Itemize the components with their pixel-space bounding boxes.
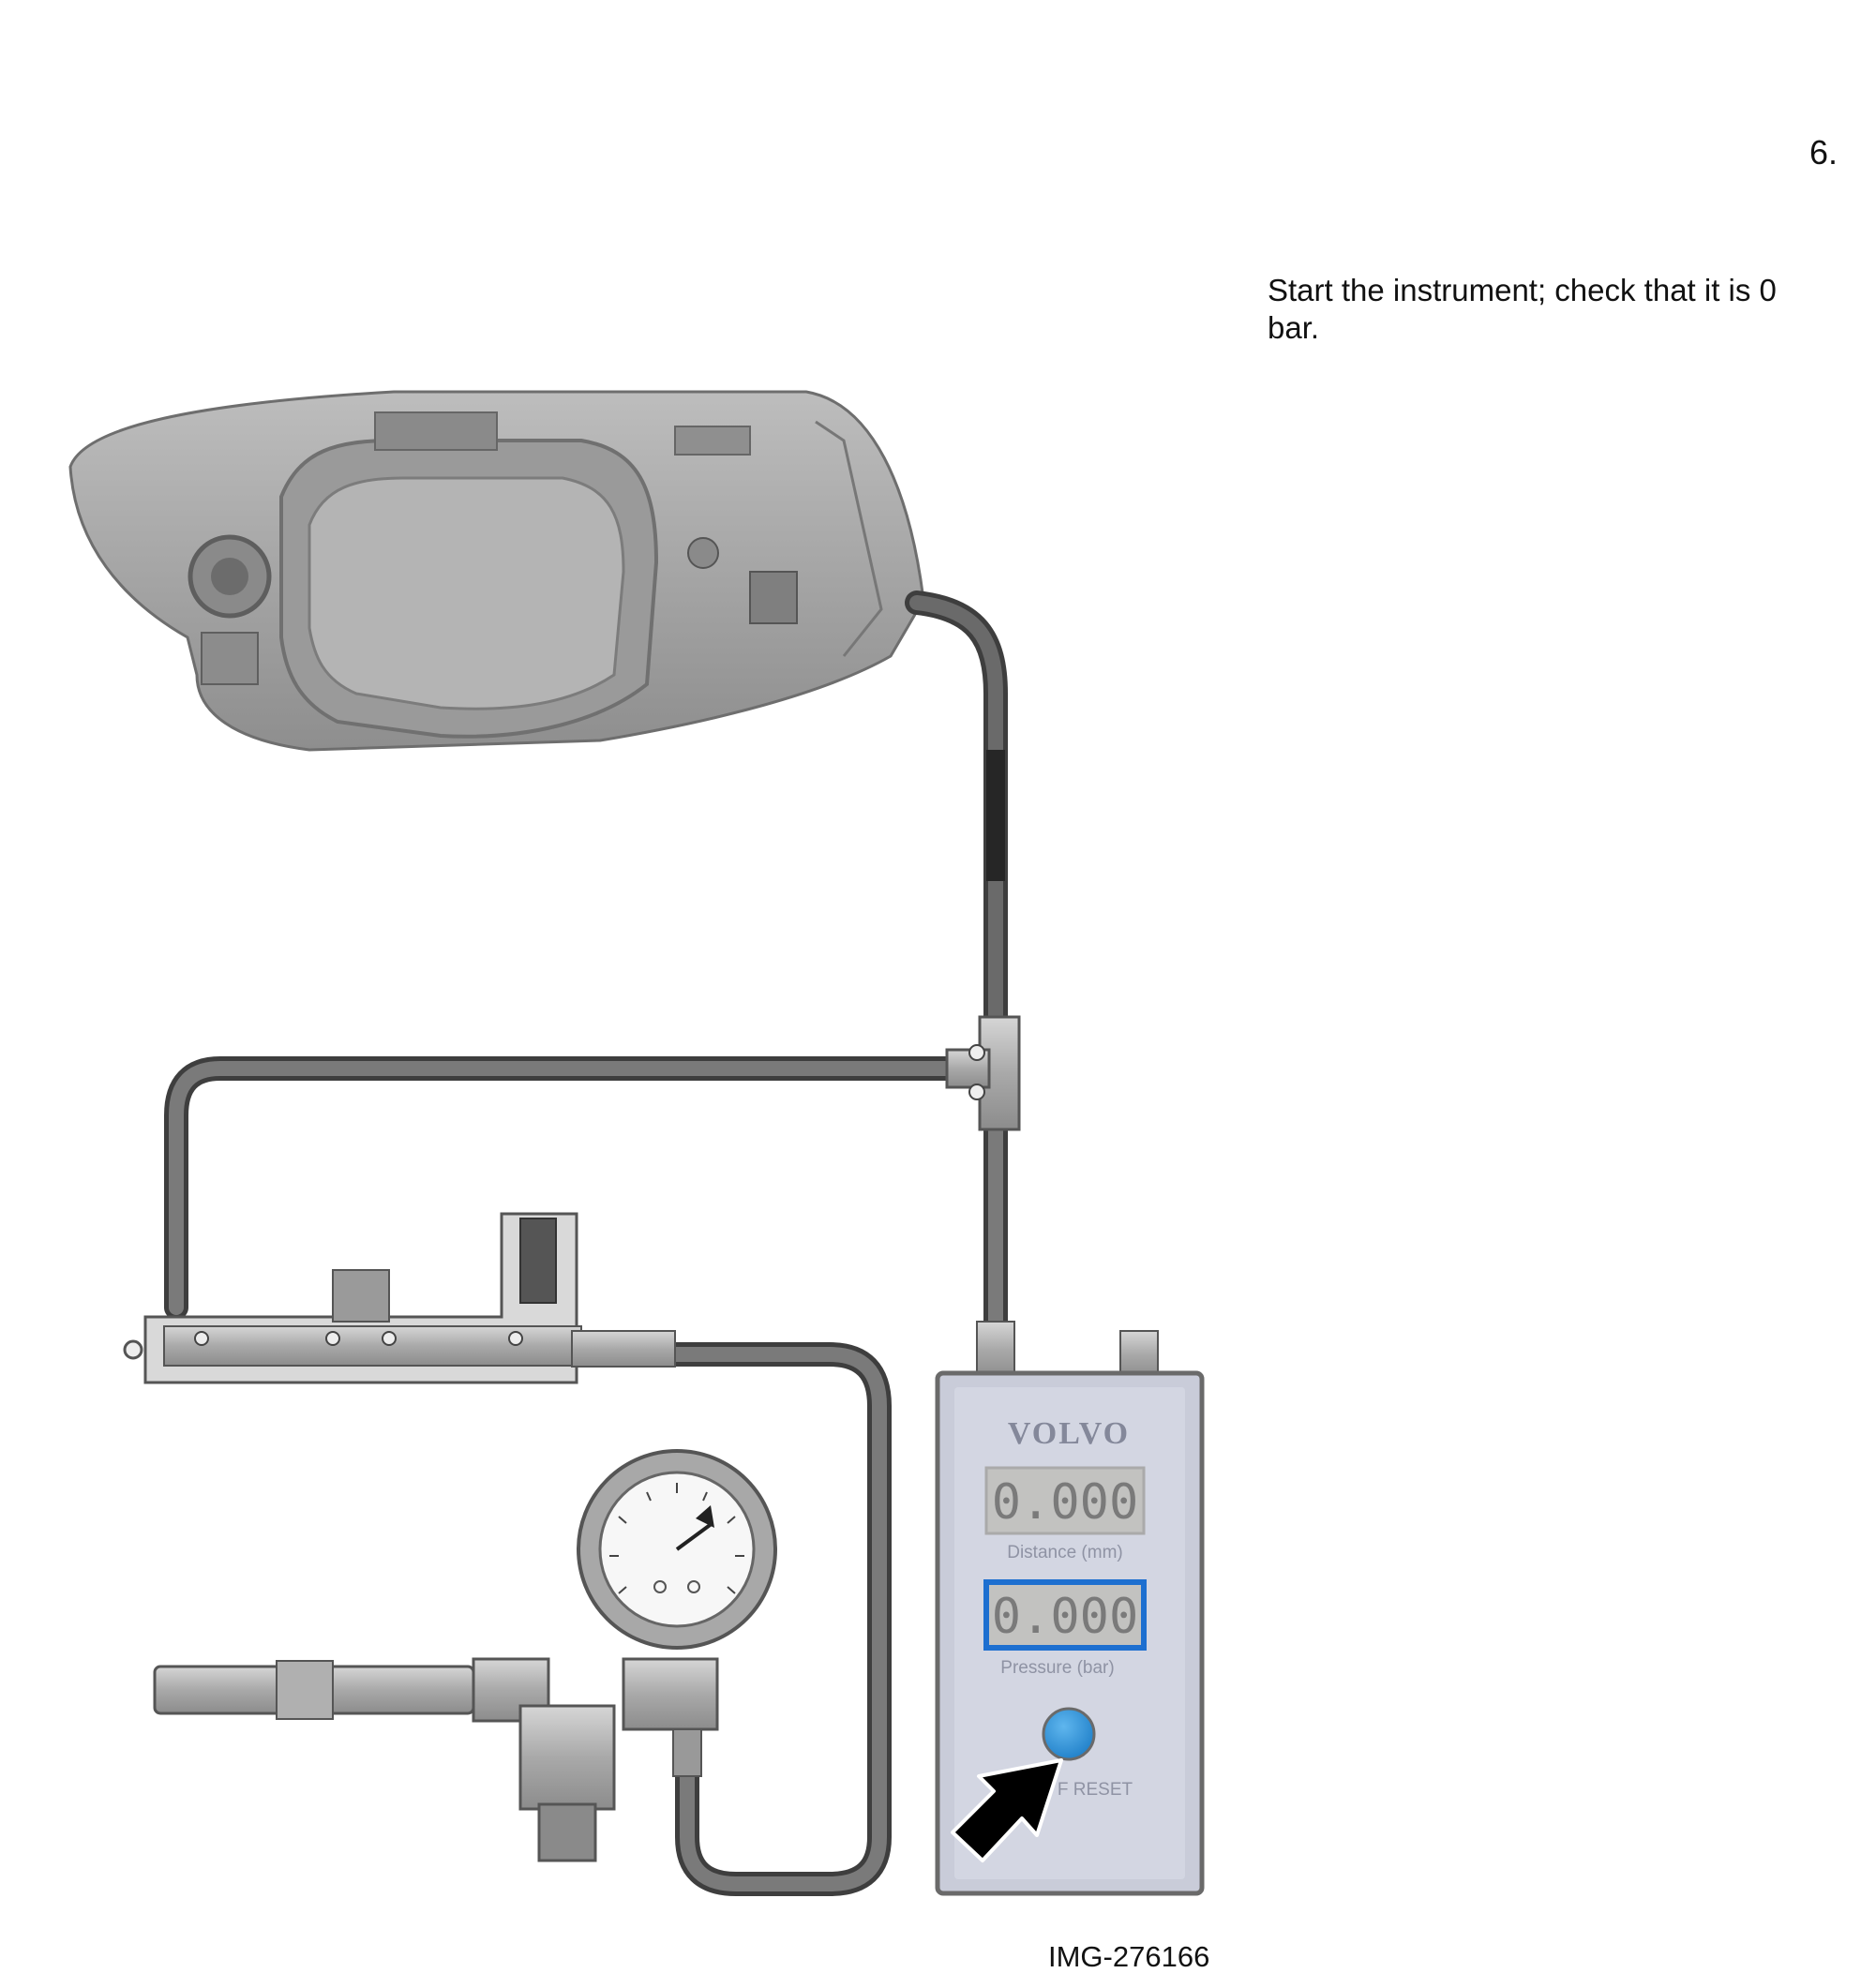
pointer-arrow-icon <box>951 1758 1063 1862</box>
pressure-value: 0.000 <box>992 1589 1139 1645</box>
distance-label: Distance (mm) <box>1007 1543 1123 1562</box>
instruction-text: Start the instrument; check that it is 0… <box>1268 273 1777 345</box>
image-id: IMG-276166 <box>1048 1940 1210 1973</box>
instrument-brand: VOLVO <box>1008 1416 1130 1451</box>
distance-display <box>984 1466 1146 1535</box>
hose-lines <box>164 590 1008 1896</box>
pressure-display <box>983 1579 1147 1651</box>
pressure-gauge-icon <box>153 1449 777 1862</box>
pressure-label: Pressure (bar) <box>1000 1658 1114 1678</box>
start-button[interactable] <box>1042 1707 1096 1761</box>
tee-fitting-icon <box>945 1015 1021 1131</box>
distance-value: 0.000 <box>992 1474 1139 1531</box>
reset-label: F RESET <box>1058 1780 1133 1800</box>
headlamp-icon <box>68 390 925 752</box>
step-number: 6. <box>1809 133 1838 172</box>
valve-block-icon <box>123 1212 676 1384</box>
measuring-instrument: VOLVO 0.000 Distance (mm) 0.000 Pressure… <box>935 1321 1205 1896</box>
